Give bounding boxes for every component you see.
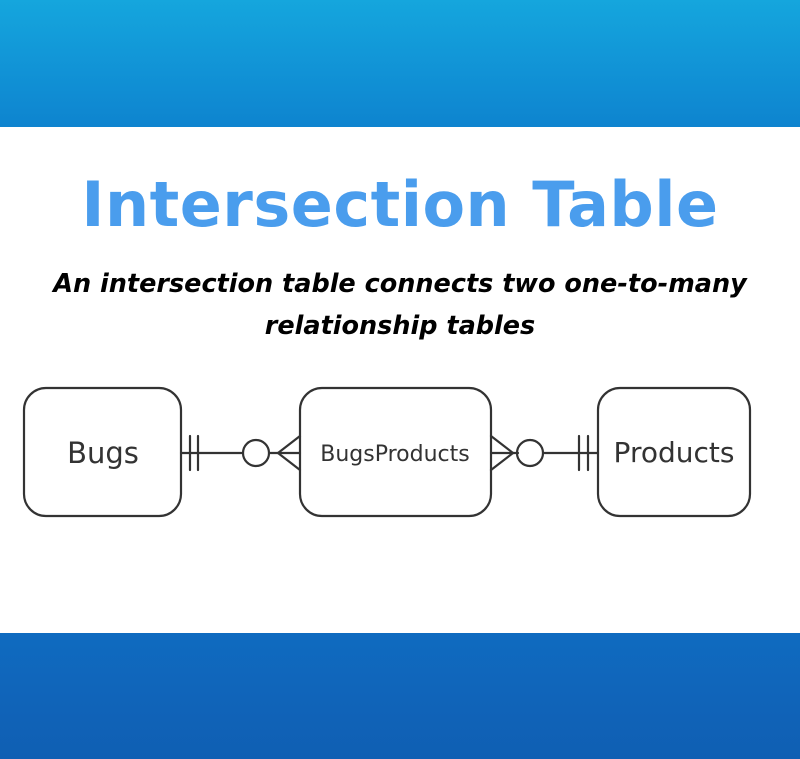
relationship-bugsproducts-products [489,434,600,472]
page-subtitle: An intersection table connects two one-t… [10,263,790,347]
bottom-banner [0,633,800,759]
page-title: Intersection Table [81,168,719,241]
er-diagram: Bugs BugsProducts Products [22,386,752,518]
entity-label-products: Products [614,436,735,469]
subtitle-line-2: relationship tables [264,311,536,341]
relationship-bugs-bugsproducts [179,434,302,472]
entity-label-bugs: Bugs [67,436,139,470]
entity-label-bugsproducts: BugsProducts [320,442,469,467]
subtitle-line-1: An intersection table connects two one-t… [53,269,747,299]
top-banner [0,0,800,127]
